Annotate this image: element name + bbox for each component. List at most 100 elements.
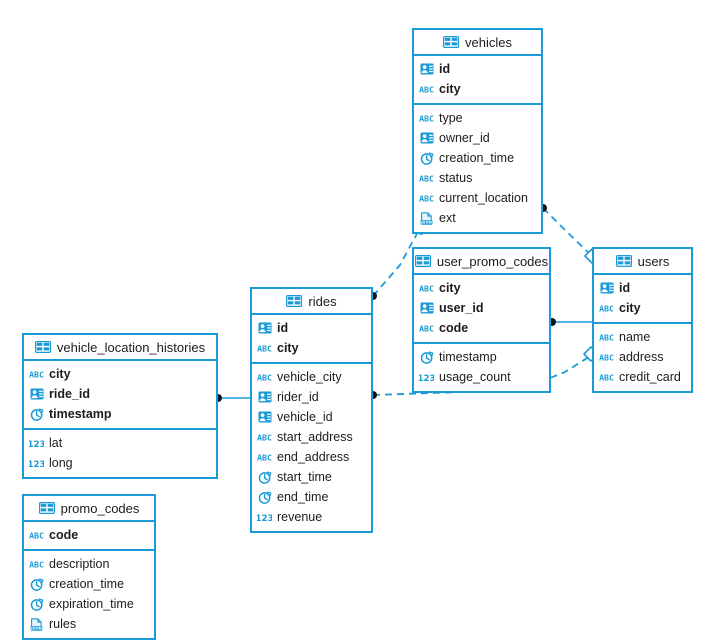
column-field-expiration_time[interactable]: expiration_time: [24, 594, 154, 614]
primary-key-field-ride_id[interactable]: ride_id: [24, 384, 216, 404]
field-label: usage_count: [439, 369, 511, 384]
entity-title-label: promo_codes: [60, 500, 140, 516]
entity-title-vehicles[interactable]: vehicles: [414, 30, 541, 56]
field-label: city: [49, 366, 71, 381]
field-label: address: [619, 349, 664, 364]
table-grid-icon: [38, 502, 55, 515]
abc-string-icon: ABC: [29, 529, 44, 542]
column-field-rider_id[interactable]: rider_id: [252, 387, 371, 407]
svg-text:JSON: JSON: [30, 625, 42, 630]
svg-text:ABC: ABC: [257, 372, 272, 382]
relationship-rides-to-vehicle-location-histories[interactable]: [214, 394, 250, 402]
field-label: status: [439, 170, 473, 185]
svg-text:ABC: ABC: [29, 530, 44, 540]
field-label: owner_id: [439, 130, 490, 145]
entity-title-user_promo_codes[interactable]: user_promo_codes: [414, 249, 549, 275]
primary-key-field-id[interactable]: id: [414, 59, 541, 79]
field-label: description: [49, 556, 110, 571]
entity-title-users[interactable]: users: [594, 249, 691, 275]
column-field-creation_time[interactable]: creation_time: [24, 574, 154, 594]
column-field-start_time[interactable]: start_time: [252, 467, 371, 487]
column-field-owner_id[interactable]: owner_id: [414, 128, 541, 148]
column-field-timestamp[interactable]: timestamp: [414, 347, 549, 367]
column-field-creation_time[interactable]: creation_time: [414, 148, 541, 168]
column-field-end_time[interactable]: end_time: [252, 487, 371, 507]
field-label: city: [277, 340, 299, 355]
field-label: revenue: [277, 509, 323, 524]
svg-text:ABC: ABC: [599, 352, 614, 362]
relationship-users-to-user-promo-codes[interactable]: [548, 318, 592, 326]
table-grid-icon: [414, 255, 431, 268]
column-field-status[interactable]: ABC status: [414, 168, 541, 188]
123-number-icon: 123: [257, 511, 272, 524]
field-label: creation_time: [439, 150, 515, 165]
svg-text:ABC: ABC: [419, 113, 434, 123]
table-grid-icon: [615, 255, 632, 268]
column-field-vehicle_id[interactable]: vehicle_id: [252, 407, 371, 427]
primary-key-field-timestamp[interactable]: timestamp: [24, 404, 216, 424]
entity-title-promo_codes[interactable]: promo_codes: [24, 496, 154, 522]
column-field-start_address[interactable]: ABC start_address: [252, 427, 371, 447]
primary-key-field-id[interactable]: id: [594, 278, 691, 298]
primary-key-field-city[interactable]: ABC city: [24, 364, 216, 384]
table-grid-icon: [443, 36, 460, 49]
column-field-usage_count[interactable]: 123 usage_count: [414, 367, 549, 387]
abc-string-icon: ABC: [29, 368, 44, 381]
svg-text:ABC: ABC: [599, 372, 614, 382]
column-field-revenue[interactable]: 123 revenue: [252, 507, 371, 527]
abc-string-icon: ABC: [599, 331, 614, 344]
field-label: start_address: [277, 429, 353, 444]
entity-title-rides[interactable]: rides: [252, 289, 371, 315]
svg-text:123: 123: [29, 459, 44, 468]
field-label: credit_card: [619, 369, 681, 384]
table-grid-icon: [34, 341, 51, 354]
clock-icon: [29, 577, 44, 591]
field-label: start_time: [277, 469, 332, 484]
primary-key-field-id[interactable]: id: [252, 318, 371, 338]
column-field-credit_card[interactable]: ABC credit_card: [594, 367, 691, 387]
svg-text:ABC: ABC: [257, 432, 272, 442]
field-label: code: [439, 320, 469, 335]
abc-string-icon: ABC: [257, 451, 272, 464]
field-label: id: [439, 61, 451, 76]
clock-icon: [29, 407, 44, 421]
abc-string-icon: ABC: [257, 431, 272, 444]
abc-string-icon: ABC: [419, 322, 434, 335]
primary-key-field-code[interactable]: ABC code: [414, 318, 549, 338]
field-label: timestamp: [439, 349, 497, 364]
column-field-address[interactable]: ABC address: [594, 347, 691, 367]
primary-key-field-user_id[interactable]: user_id: [414, 298, 549, 318]
field-label: city: [619, 300, 641, 315]
svg-text:ABC: ABC: [419, 173, 434, 183]
entity-title-vehicle_location_histories[interactable]: vehicle_location_histories: [24, 335, 216, 361]
svg-text:123: 123: [419, 373, 434, 382]
field-label: expiration_time: [49, 596, 134, 611]
